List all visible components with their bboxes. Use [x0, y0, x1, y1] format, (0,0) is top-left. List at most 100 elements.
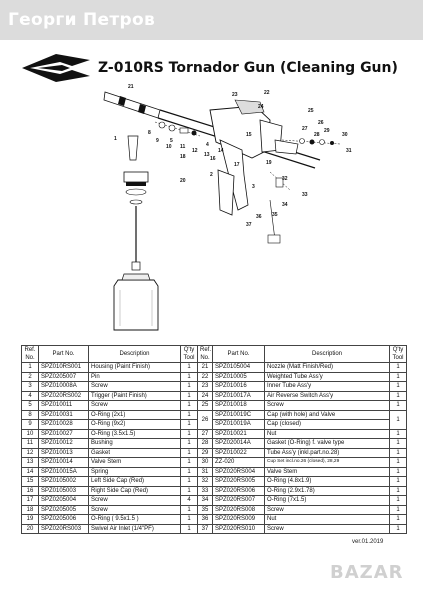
callout-number: 13: [204, 152, 210, 158]
col-partno-header: Part No.: [38, 345, 89, 363]
description-cell: Spring: [88, 466, 181, 477]
partno-cell: SPZ020RS005: [212, 476, 265, 487]
callout-number: 35: [272, 212, 278, 218]
ref-cell: 15: [21, 476, 39, 487]
callout-number: 21: [128, 84, 134, 90]
description-cell: Screw: [88, 381, 181, 392]
ref-cell: 4: [21, 390, 39, 401]
partno-cell: SPZ020RS004: [212, 466, 265, 477]
qty-cell: 1: [389, 523, 407, 534]
partno-cell: SPZ010031: [38, 409, 89, 420]
qty-cell: 1: [389, 485, 407, 496]
partno-cell: SPZ0205004: [38, 495, 89, 506]
partno-cell: SPZ010019A: [212, 419, 265, 430]
qty-cell: 1: [180, 419, 198, 430]
description-cell: Cup Set incl.no.26 (closed), 28,29: [264, 457, 390, 468]
partno-cell: SPZ010027: [38, 428, 89, 439]
description-cell: Screw: [88, 495, 181, 506]
seller-name[interactable]: Георги Петров: [8, 10, 156, 30]
ref-cell: 21: [197, 362, 213, 373]
partno-cell: SPZ020RS003: [38, 523, 89, 534]
document-title: Z-010RS Tornador Gun (Cleaning Gun): [98, 60, 398, 76]
ref-cell: 27: [197, 428, 213, 439]
callout-number: 17: [234, 162, 240, 168]
callout-number: 32: [282, 176, 288, 182]
partno-cell: SPZ0205005: [38, 504, 89, 515]
description-cell: O-Ring (2x1): [88, 409, 181, 420]
description-cell: Pin: [88, 371, 181, 382]
small-parts-drawing: [154, 121, 341, 244]
partno-cell: SPZ0105004: [212, 362, 265, 373]
partno-cell: SPZ010005: [212, 371, 265, 382]
qty-cell: 1: [389, 495, 407, 506]
qty-cell: 1: [389, 390, 407, 401]
description-cell: Bushing: [88, 438, 181, 449]
ref-cell: 14: [21, 466, 39, 477]
ref-cell: 31: [197, 466, 213, 477]
description-cell: Nozzle (Matt Finish/Red): [264, 362, 390, 373]
callout-number: 5: [170, 138, 173, 144]
qty-cell: 1: [180, 438, 198, 449]
ref-cell: 11: [21, 438, 39, 449]
col-description-header: Description: [88, 345, 181, 363]
qty-cell: 1: [389, 371, 407, 382]
ref-cell: 28: [197, 438, 213, 449]
partno-cell: ZZ-020: [212, 457, 265, 468]
ref-cell: 20: [21, 523, 39, 534]
description-cell: Tube Ass'y (inkl.part.no.28): [264, 447, 390, 458]
qty-cell: 1: [389, 428, 407, 439]
description-cell: Cap (closed): [264, 419, 390, 430]
partno-cell: SPZ020RS006: [212, 485, 265, 496]
qty-cell: 1: [180, 476, 198, 487]
callout-number: 10: [166, 144, 172, 150]
description-cell: Weighted Tube Ass'y: [264, 371, 390, 382]
qty-cell: 1: [180, 504, 198, 515]
qty-cell: 1: [180, 457, 198, 468]
partno-cell: SPZ020RS010: [212, 523, 265, 534]
seller-header-bar: Георги Петров: [0, 0, 423, 40]
description-cell: Trigger (Paint Finish): [88, 390, 181, 401]
partno-cell: SPZ010016: [212, 381, 265, 392]
description-cell: Cap (with hole) and Valve: [264, 409, 390, 420]
partno-cell: SPZ010018: [212, 400, 265, 411]
qty-cell: 4: [180, 495, 198, 506]
description-cell: Right Side Cap (Red): [88, 485, 181, 496]
qty-cell: 1: [180, 523, 198, 534]
qty-cell: 1: [180, 428, 198, 439]
description-cell: Valve Stem: [88, 457, 181, 468]
callout-number: 24: [258, 104, 264, 110]
ref-cell: 5: [21, 400, 39, 411]
callout-labels: 2122232425262728293031323334353637123458…: [114, 84, 352, 228]
ref-cell: 10: [21, 428, 39, 439]
callout-number: 20: [180, 178, 186, 184]
callout-number: 37: [246, 222, 252, 228]
ref-cell: 36: [197, 514, 213, 525]
partno-cell: SPZ0205006: [38, 514, 89, 525]
ref-cell: 3: [21, 381, 39, 392]
col-ref-header: Ref.No.: [197, 345, 213, 363]
qty-cell: 1: [389, 381, 407, 392]
partno-cell: SPZ010008A: [38, 381, 89, 392]
callout-number: 3: [252, 184, 255, 190]
col-ref-header: Ref.No.: [21, 345, 39, 363]
description-cell: Nut: [264, 514, 390, 525]
ref-cell: 13: [21, 457, 39, 468]
qty-cell: 1: [180, 390, 198, 401]
partno-cell: SPZ020RS002: [38, 390, 89, 401]
partno-cell: SPZ010019C: [212, 409, 265, 420]
qty-cell: 1: [180, 400, 198, 411]
ref-cell: 16: [21, 485, 39, 496]
